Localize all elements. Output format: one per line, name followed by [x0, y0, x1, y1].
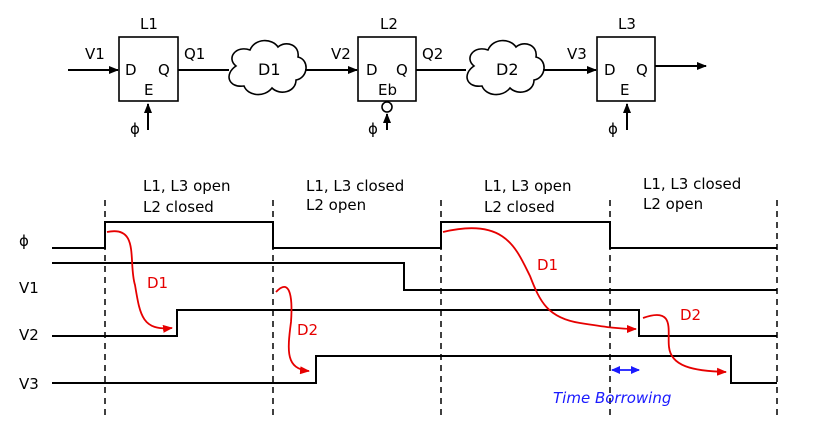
- delay-path-1: [106, 230, 173, 333]
- phase-2-line-1: L1, L3 closed: [306, 177, 404, 195]
- latch-l3-box: [596, 36, 656, 102]
- latch-l3-enable: E: [620, 81, 629, 99]
- delay-label-4: D2: [680, 306, 701, 324]
- latch-l3-clock-label: ϕ: [608, 120, 618, 138]
- phase-1-line-1: L1, L3 open: [143, 177, 231, 195]
- waveform-clock: [52, 221, 777, 249]
- latch-l3-name: L3: [618, 15, 636, 33]
- delay-label-2: D2: [297, 321, 318, 339]
- latch-l3: L3 D Q E ϕ: [596, 15, 656, 138]
- latch-l1-q: Q: [158, 61, 170, 79]
- latch-l3-q: Q: [636, 61, 648, 79]
- cloud-d1: [228, 39, 307, 96]
- waveform-v2: [52, 309, 777, 337]
- latch-l2-box: [357, 36, 417, 102]
- delay-path-2: [275, 285, 310, 375]
- waveform-v3: [52, 355, 777, 384]
- latch-l2-enable: Eb: [378, 81, 397, 99]
- circuit: V1 L1 D Q E ϕ Q1 D1 V2 L2 D Q Eb ϕ: [68, 15, 707, 138]
- q1-label: Q1: [184, 45, 205, 63]
- latch-l1-d: D: [125, 61, 137, 79]
- latch-l2-name: L2: [380, 15, 398, 33]
- signal-name-v3: V3: [19, 375, 39, 393]
- q2-label: Q2: [422, 45, 443, 63]
- cloud-d1-label: D1: [258, 60, 281, 79]
- latch-l3-d: D: [604, 61, 616, 79]
- phase-4-line-1: L1, L3 closed: [643, 175, 741, 193]
- signal-name-v1: V1: [19, 279, 39, 297]
- time-borrowing-label: Time Borrowing: [553, 389, 671, 407]
- latch-l1-name: L1: [140, 15, 158, 33]
- v3-input-label: V3: [567, 45, 587, 63]
- cloud-d2-label: D2: [496, 60, 519, 79]
- signal-name-v2: V2: [19, 326, 39, 344]
- v1-input-label: V1: [85, 45, 105, 63]
- latch-l1: L1 D Q E ϕ: [118, 15, 179, 138]
- waveform-v1: [52, 262, 777, 291]
- latch-l2: L2 D Q Eb ϕ: [357, 15, 417, 138]
- delay-label-1: D1: [147, 274, 168, 292]
- latch-l2-clock-label: ϕ: [368, 120, 378, 138]
- delay-label-3: D1: [537, 256, 558, 274]
- latch-l1-clock-label: ϕ: [130, 120, 140, 138]
- latch-l2-inverter-bubble: [381, 101, 393, 113]
- phase-3-line-2: L2 closed: [484, 198, 555, 216]
- phase-2-line-2: L2 open: [306, 196, 366, 214]
- v2-input-label: V2: [331, 45, 351, 63]
- timing-diagram: L1, L3 open L2 closed L1, L3 closed L2 o…: [19, 175, 778, 416]
- latch-l1-enable: E: [144, 81, 153, 99]
- delay-path-3: [442, 227, 637, 333]
- signal-name-clock: ϕ: [19, 232, 29, 250]
- latch-l2-q: Q: [396, 61, 408, 79]
- phase-3-line-1: L1, L3 open: [484, 177, 572, 195]
- phase-4-line-2: L2 open: [643, 195, 703, 213]
- delay-path-4: [642, 314, 727, 376]
- cloud-d2: [466, 39, 545, 96]
- phase-1-line-2: L2 closed: [143, 198, 214, 216]
- latch-l2-d: D: [366, 61, 378, 79]
